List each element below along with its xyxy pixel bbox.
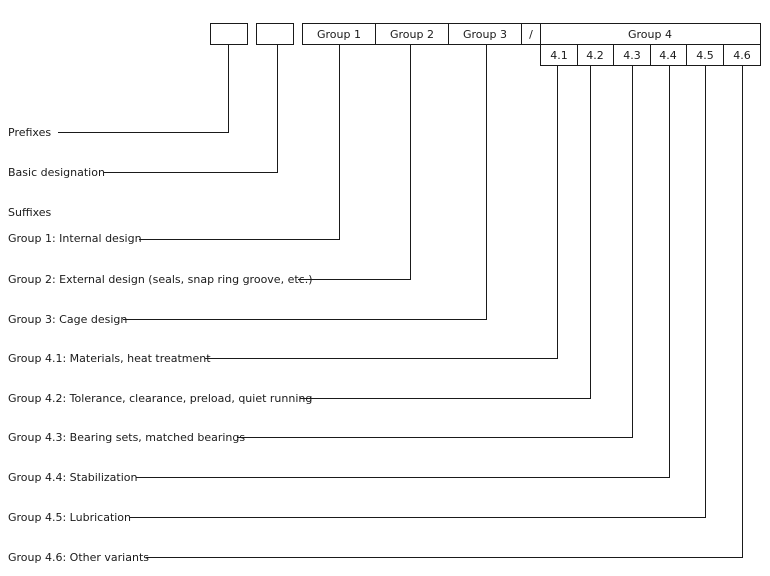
- group4-2-description: Group 4.2: Tolerance, clearance, preload…: [8, 392, 312, 405]
- group4-1-leader-line: [205, 65, 558, 359]
- group2-description: Group 2: External design (seals, snap ri…: [8, 273, 312, 286]
- group2-leader-line: [298, 44, 411, 280]
- group4-6-label: 4.6: [733, 49, 751, 62]
- group4-1-label: 4.1: [550, 49, 568, 62]
- group1-description: Group 1: Internal design: [8, 232, 142, 245]
- group4-2-leader-line: [300, 65, 591, 399]
- group4-3-label: 4.3: [623, 49, 641, 62]
- separator-label: /: [529, 28, 533, 41]
- group4-2-label: 4.2: [586, 49, 604, 62]
- group4-3-description: Group 4.3: Bearing sets, matched bearing…: [8, 431, 245, 444]
- group4-5-leader-line: [130, 65, 706, 518]
- basic-designation-box: [256, 23, 294, 45]
- group4-4-label: 4.4: [659, 49, 677, 62]
- group2-label: Group 2: [390, 28, 434, 41]
- group3-label: Group 3: [463, 28, 507, 41]
- prefix-box: [210, 23, 248, 45]
- group4-4-description: Group 4.4: Stabilization: [8, 471, 137, 484]
- group1-label: Group 1: [317, 28, 361, 41]
- basic-designation-label: Basic designation: [8, 166, 105, 179]
- basic-designation-leader-line: [104, 44, 278, 173]
- group4-1-description: Group 4.1: Materials, heat treatment: [8, 352, 211, 365]
- group3-description: Group 3: Cage design: [8, 313, 127, 326]
- group4-6-leader-line: [146, 65, 743, 558]
- suffixes-heading: Suffixes: [8, 206, 52, 219]
- prefixes-leader-line: [58, 44, 229, 133]
- group3-leader-line: [123, 44, 487, 320]
- group4-6-description: Group 4.6: Other variants: [8, 551, 149, 564]
- group4-3-leader-line: [237, 65, 633, 438]
- group4-4-leader-line: [136, 65, 670, 478]
- group4-5-label: 4.5: [696, 49, 714, 62]
- group4-5-description: Group 4.5: Lubrication: [8, 511, 131, 524]
- group4-title: Group 4: [628, 28, 672, 41]
- prefixes-label: Prefixes: [8, 126, 51, 139]
- group1-leader-line: [139, 44, 340, 240]
